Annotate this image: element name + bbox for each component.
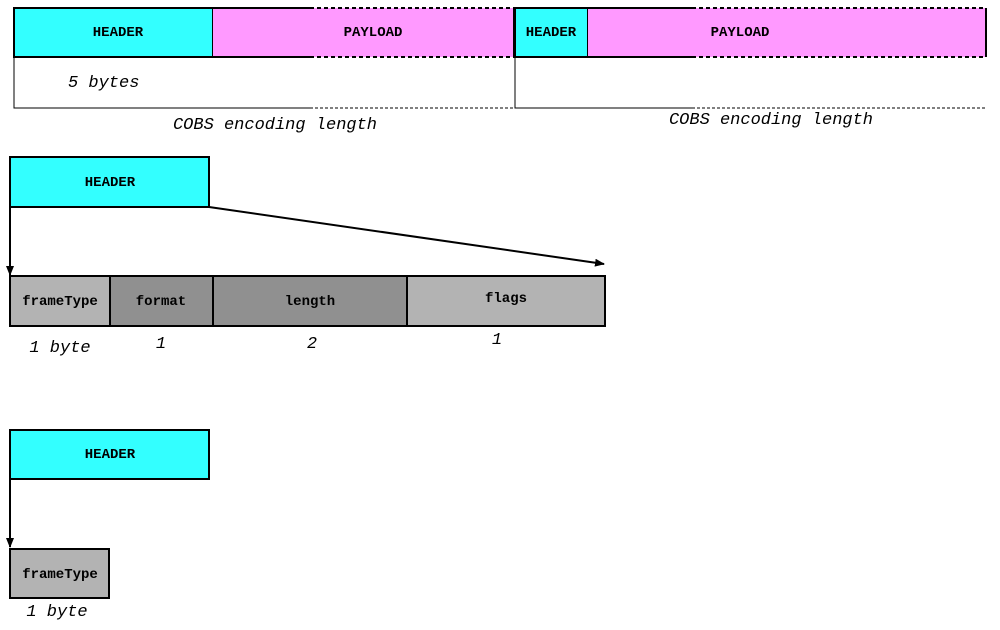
frame-1-header-box — [13, 7, 214, 58]
field-flags-label: flags — [485, 291, 527, 307]
short-field-frametype-box — [9, 548, 110, 599]
frame-2-payload-box — [588, 8, 986, 57]
header-full-box — [9, 156, 210, 208]
frame-2-payload-label: PAYLOAD — [711, 25, 770, 41]
header-full-title: HEADER — [85, 175, 136, 191]
frame-2-header-label: HEADER — [526, 25, 577, 41]
frame-1-span-label: COBS encoding length — [173, 116, 377, 135]
frame-1-header-size: 5 bytes — [68, 74, 139, 93]
frame-2: HEADER PAYLOAD COBS encoding length — [514, 7, 987, 130]
field-frametype-label: frameType — [22, 294, 98, 310]
field-frametype-size: 1 byte — [29, 339, 90, 358]
frame-1-length-bracket — [13, 57, 310, 109]
frame-1-header-label: HEADER — [93, 25, 144, 41]
header-short-title: HEADER — [85, 447, 136, 463]
header-short-box — [9, 429, 210, 480]
short-field-frametype-label: frameType — [22, 567, 98, 583]
frame-2-length-bracket — [514, 57, 692, 109]
frame-1-payload-box — [213, 8, 514, 57]
field-format-label: format — [136, 294, 186, 310]
short-field-frametype-size: 1 byte — [26, 603, 87, 622]
frame-1: HEADER PAYLOAD 5 bytes COBS encoding len… — [13, 7, 515, 135]
field-flags-size: 1 — [492, 331, 502, 350]
frame-1-payload-label: PAYLOAD — [344, 25, 403, 41]
field-length-size: 2 — [307, 335, 317, 354]
field-flags-box — [406, 275, 606, 327]
field-frametype-box — [9, 275, 111, 327]
frame-2-span-label: COBS encoding length — [669, 111, 873, 130]
field-length-label: length — [285, 294, 335, 310]
header-full-right-arrow — [208, 206, 605, 267]
header-short: HEADER frameType 1 byte — [6, 429, 210, 622]
field-format-box — [109, 275, 214, 327]
field-format-size: 1 — [156, 335, 166, 354]
header-full: HEADER frameType format length flags 1 b… — [6, 156, 606, 358]
